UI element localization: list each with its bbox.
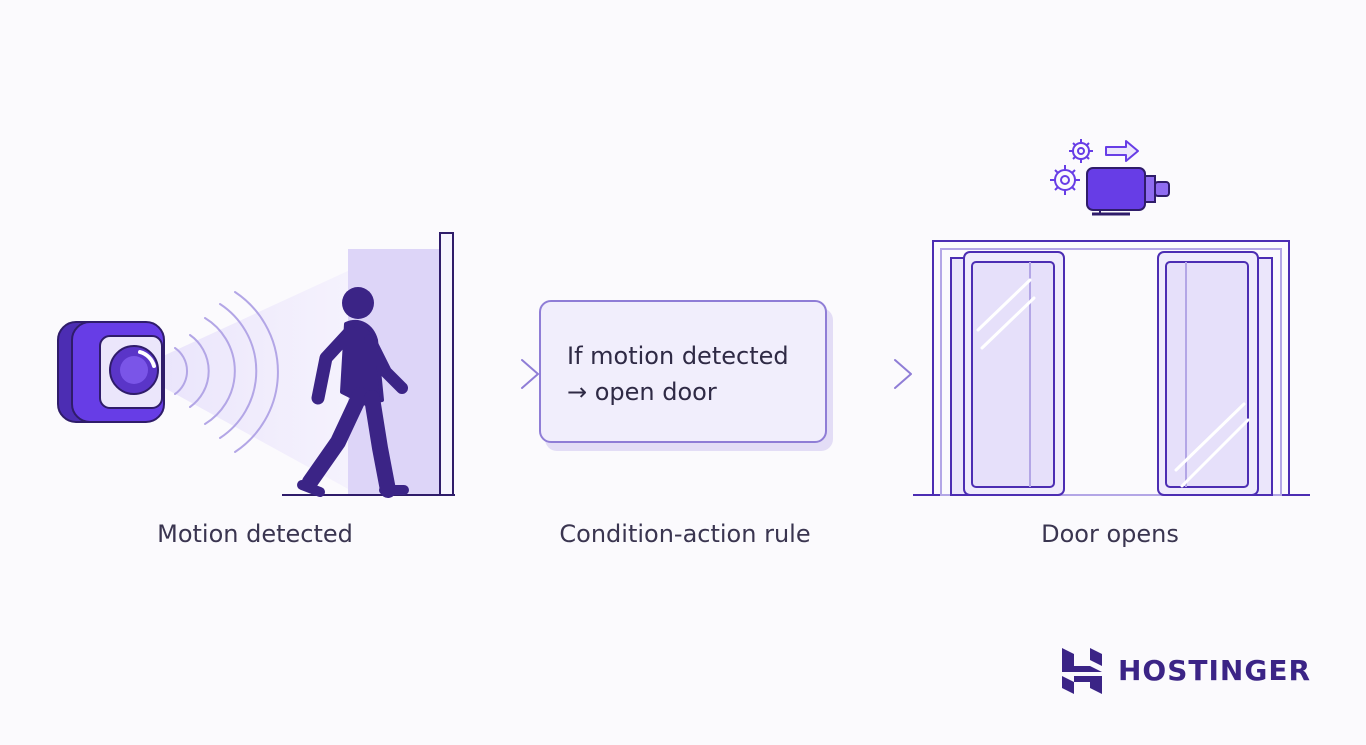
- walking-person-icon: [297, 287, 409, 498]
- door-motor-illustration: [913, 139, 1310, 496]
- arrow-right-icon: [1105, 140, 1139, 162]
- motion-sensor-illustration: [57, 232, 455, 498]
- rule-condition: If motion detected: [567, 342, 789, 370]
- detection-beam: [150, 270, 350, 490]
- rule-text: If motion detected → open door: [567, 338, 789, 410]
- logo-wordmark: HOSTINGER: [1118, 654, 1312, 687]
- hostinger-logo-icon: [1062, 648, 1102, 694]
- rule-action: → open door: [567, 378, 717, 406]
- motion-sensor-icon: [57, 321, 165, 423]
- motor-icon: [1086, 167, 1170, 216]
- arrow-right-icon: [830, 359, 912, 389]
- step-caption-rule: Condition-action rule: [559, 520, 811, 548]
- gear-icon: [1069, 139, 1093, 163]
- step-caption-motion: Motion detected: [157, 520, 353, 548]
- step-caption-door: Door opens: [1041, 520, 1179, 548]
- arrow-right-icon: [465, 359, 539, 389]
- gear-icon: [1050, 165, 1080, 195]
- rule-card: If motion detected → open door: [539, 300, 827, 443]
- sensor-waves-icon: [174, 291, 279, 453]
- wall-edge: [439, 232, 454, 496]
- sliding-door-icon: [913, 240, 1310, 496]
